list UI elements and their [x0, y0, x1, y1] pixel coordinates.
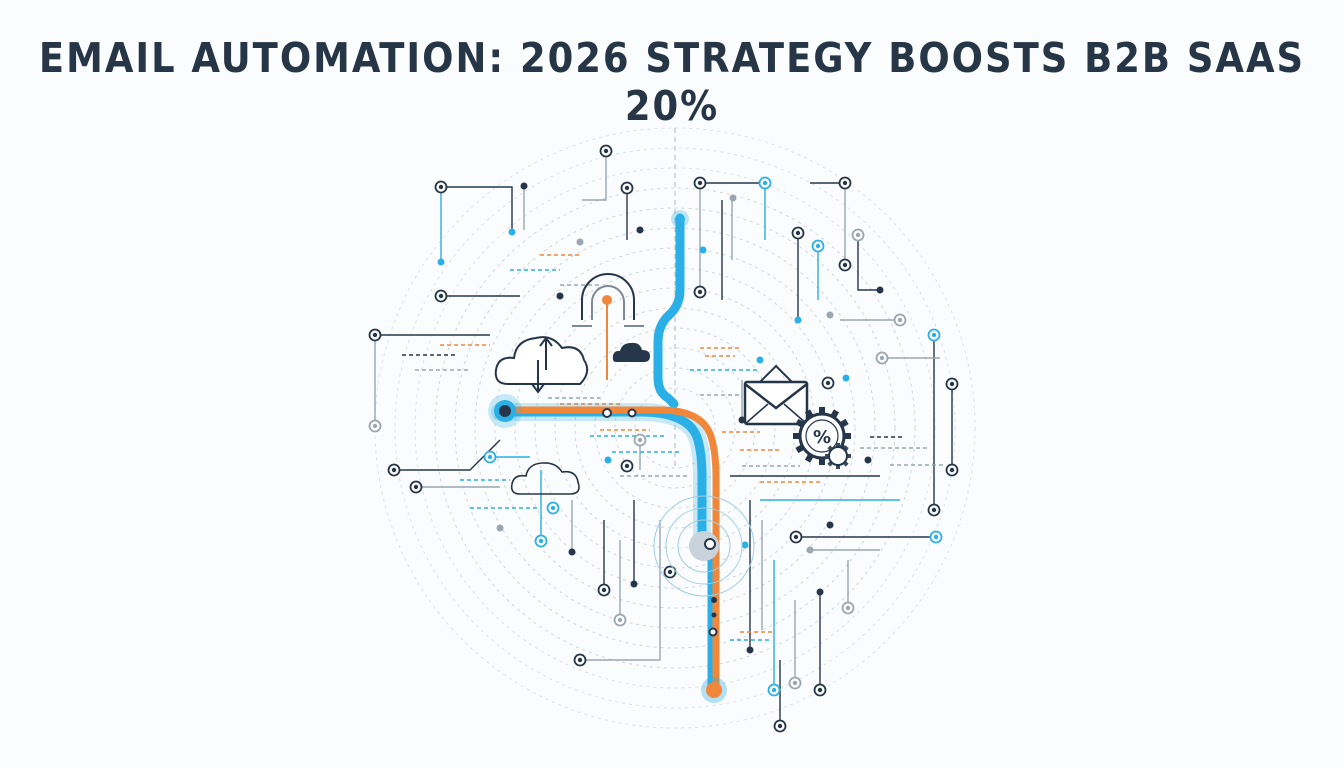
node-dot — [741, 541, 749, 549]
node-core — [897, 317, 903, 323]
node-core — [372, 332, 378, 338]
node-core — [855, 232, 861, 238]
node-dot — [746, 646, 754, 654]
node-dot — [604, 456, 612, 464]
node-core — [438, 293, 444, 299]
ring — [634, 387, 716, 469]
node-core — [697, 180, 703, 186]
node-dot — [568, 548, 576, 556]
node-dot — [699, 246, 707, 254]
node-dot — [556, 292, 564, 300]
node-core — [487, 454, 493, 460]
node-core — [793, 534, 799, 540]
circuit-nodes — [368, 144, 959, 733]
node-core — [762, 180, 768, 186]
node-core — [667, 569, 673, 575]
node-dot — [437, 258, 445, 266]
ring — [434, 187, 916, 669]
main-pipe-orange — [506, 406, 720, 694]
node-core — [825, 380, 831, 386]
node-core — [817, 687, 823, 693]
headline: EMAIL AUTOMATION: 2026 STRATEGY BOOSTS B… — [38, 34, 1306, 130]
junction-node-inner — [704, 538, 716, 550]
node-dot — [842, 374, 850, 382]
pipe-markers — [602, 408, 718, 637]
node-dot — [876, 286, 884, 294]
node-core — [697, 289, 703, 295]
node-core — [577, 657, 583, 663]
email-envelope-icon — [743, 364, 809, 426]
circuit-line — [582, 151, 607, 201]
node-core — [603, 148, 609, 154]
circuit-line — [857, 235, 880, 291]
node-core — [538, 538, 544, 544]
node-dot — [508, 228, 516, 236]
node-core — [413, 484, 419, 490]
circuit-line — [394, 439, 501, 471]
node-dot — [826, 521, 834, 529]
percent-symbol: % — [813, 427, 831, 448]
cloud-icon — [612, 342, 650, 362]
node-core — [792, 680, 798, 686]
percent-gear-icon: % — [793, 407, 851, 469]
node-core — [617, 617, 623, 623]
node-dot — [630, 580, 638, 588]
pipe-dots — [711, 597, 717, 618]
node-dot — [520, 182, 528, 190]
ring — [414, 167, 936, 689]
node-dot — [794, 316, 802, 324]
node-core — [777, 723, 783, 729]
node-dot — [806, 546, 814, 554]
node-dot — [496, 524, 504, 532]
node-dot — [826, 311, 834, 319]
main-pipe-blue — [495, 213, 717, 695]
ring — [454, 207, 896, 649]
ring — [614, 367, 736, 489]
node-core — [931, 332, 937, 338]
ring — [594, 347, 756, 509]
node-core — [438, 184, 444, 190]
magnet-node — [602, 295, 612, 305]
node-core — [879, 355, 885, 361]
circuit-lines — [374, 151, 953, 726]
node-core — [624, 463, 630, 469]
node-dot — [816, 588, 824, 596]
node-core — [372, 423, 378, 429]
ring — [374, 127, 976, 729]
node-core — [842, 180, 848, 186]
node-core — [795, 230, 801, 236]
node-core — [771, 687, 777, 693]
circuit-line — [580, 520, 661, 661]
ring — [554, 307, 796, 549]
node-core — [949, 381, 955, 387]
node-core — [550, 505, 556, 511]
node-core — [601, 587, 607, 593]
node-dot — [864, 456, 872, 464]
circuit-line — [441, 186, 513, 232]
node-core — [815, 243, 821, 249]
dash-marks — [402, 254, 945, 641]
magnet-icon — [572, 273, 644, 327]
node-core — [931, 507, 937, 513]
node-core — [624, 185, 630, 191]
node-dot — [729, 194, 737, 202]
cloud-sync-icon — [494, 336, 589, 394]
pipe-start-core — [499, 405, 511, 417]
node-core — [842, 262, 848, 268]
node-core — [637, 437, 643, 443]
node-dot — [756, 356, 764, 364]
node-dot — [636, 226, 644, 234]
node-core — [391, 467, 397, 473]
node-core — [933, 534, 939, 540]
ring — [474, 227, 876, 629]
node-dot — [576, 238, 584, 246]
cloud-outline-icon — [510, 462, 580, 495]
junction-ripples — [653, 495, 755, 597]
pipe-top-node — [675, 214, 685, 224]
node-core — [949, 467, 955, 473]
pipe-end-node — [706, 682, 722, 698]
node-core — [845, 605, 851, 611]
